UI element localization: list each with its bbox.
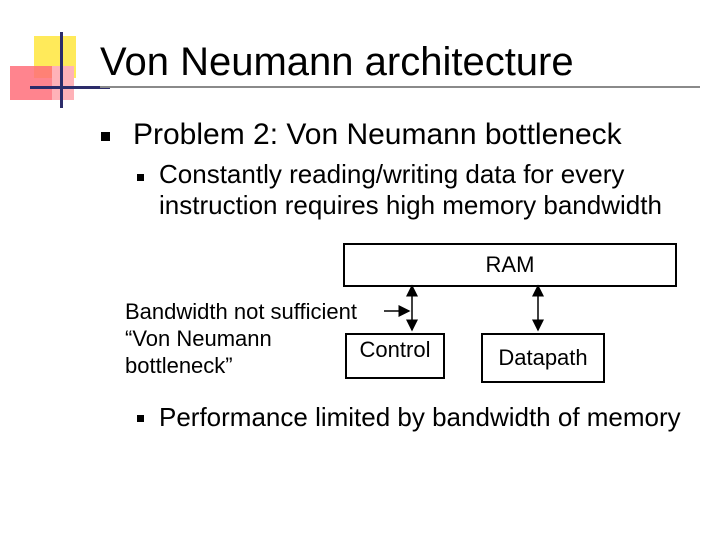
logo-vertical-line	[60, 32, 63, 108]
bullet-level2-text: Constantly reading/writing data for ever…	[159, 159, 662, 220]
bullet-level1-text: Problem 2: Von Neumann bottleneck	[133, 118, 622, 151]
logo-red-square	[10, 66, 52, 100]
bullet-square-icon	[137, 415, 144, 422]
control-label: Control	[359, 337, 431, 362]
ram-box: RAM	[343, 243, 677, 287]
bullet-level2-text: Performance limited by bandwidth of memo…	[159, 402, 681, 432]
bottleneck-note: Bandwidth not sufficient “Von Neumann bo…	[125, 298, 357, 379]
bullet-square-icon	[137, 174, 144, 181]
datapath-box: Datapath	[481, 333, 605, 383]
note-line: “Von Neumann	[125, 326, 272, 351]
bullet-square-icon	[101, 132, 110, 141]
slide-title: Von Neumann architecture	[100, 40, 574, 84]
control-box: Control	[345, 333, 445, 379]
datapath-label: Datapath	[498, 345, 588, 370]
ram-label: RAM	[485, 252, 535, 277]
logo-horizontal-line	[30, 86, 110, 89]
title-underline	[100, 86, 700, 88]
note-line: bottleneck”	[125, 353, 233, 378]
note-line: Bandwidth not sufficient	[125, 299, 357, 324]
logo-pink-square	[52, 66, 74, 100]
